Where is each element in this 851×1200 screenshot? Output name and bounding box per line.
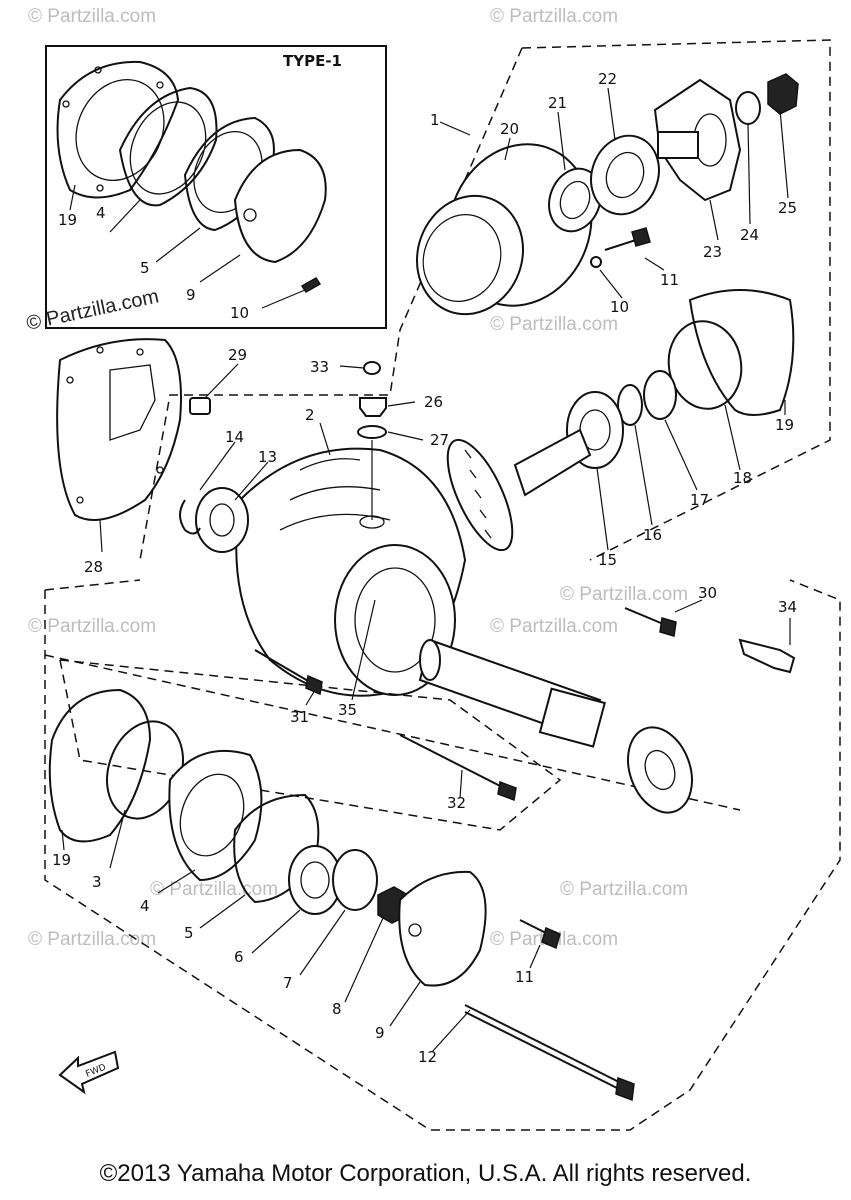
- callout-22: 22: [598, 70, 617, 88]
- pinion-shaft: [418, 638, 693, 814]
- callout-4-inset: 4: [96, 204, 106, 222]
- fwd-arrow-icon: FWD: [58, 1050, 120, 1095]
- watermark-top-left: © Partzilla.com: [28, 6, 156, 27]
- callout-19-right: 19: [775, 416, 794, 434]
- callout-31: 31: [290, 708, 309, 726]
- callout-27: 27: [430, 431, 449, 449]
- filler-plug-26: [359, 397, 387, 417]
- type-1-label: TYPE-1: [283, 52, 342, 70]
- ring-gear-shaft: [446, 428, 592, 552]
- watermark-lower-mid: © Partzilla.com: [150, 879, 278, 900]
- callout-16: 16: [643, 526, 662, 544]
- bolt-30: [624, 607, 677, 637]
- callout-13: 13: [258, 448, 277, 466]
- callout-35: 35: [338, 701, 357, 719]
- copyright-notice: ©2013 Yamaha Motor Corporation, U.S.A. A…: [99, 1160, 752, 1187]
- callout-2: 2: [305, 406, 315, 424]
- bearing-21: [548, 167, 602, 233]
- callout-26: 26: [424, 393, 443, 411]
- callout-32: 32: [447, 794, 466, 812]
- callout-19-lower: 19: [52, 851, 71, 869]
- callout-24: 24: [740, 226, 759, 244]
- leader-lines: [61, 87, 791, 1053]
- nut-25: [767, 73, 799, 115]
- inset-cover-9: [233, 148, 327, 264]
- callout-30: 30: [698, 584, 717, 602]
- washer-10-upper: [590, 256, 602, 268]
- callout-5: 5: [184, 924, 194, 942]
- watermark-right: © Partzilla.com: [560, 584, 688, 605]
- callout-10: 10: [610, 298, 629, 316]
- gasket-28: [56, 338, 182, 521]
- watermark-top-right: © Partzilla.com: [490, 6, 618, 27]
- housing-4: [168, 749, 263, 882]
- type-1-inset-box: [45, 45, 387, 329]
- gasket-27: [357, 425, 387, 439]
- callout-28: 28: [84, 558, 103, 576]
- callout-7: 7: [283, 974, 293, 992]
- callout-34: 34: [778, 598, 797, 616]
- cover-9: [398, 870, 487, 987]
- bearing-13: [195, 487, 249, 553]
- gasket-19-right: [688, 289, 795, 416]
- callout-1: 1: [430, 111, 440, 129]
- callout-23: 23: [703, 243, 722, 261]
- callout-25: 25: [778, 199, 797, 217]
- stud-31: [254, 649, 323, 696]
- callout-4: 4: [140, 897, 150, 915]
- bolt-12: [464, 1004, 635, 1102]
- callout-17: 17: [690, 491, 709, 509]
- callout-9-inset: 9: [186, 286, 196, 304]
- callout-6: 6: [234, 948, 244, 966]
- inset-gasket-19: [56, 60, 180, 199]
- yoke-flange-23: [653, 78, 742, 202]
- callout-3: 3: [92, 873, 102, 891]
- callout-12: 12: [418, 1048, 437, 1066]
- sensor-34: [738, 638, 796, 674]
- callout-29: 29: [228, 346, 247, 364]
- watermark-center: © Partzilla.com: [490, 616, 618, 637]
- callout-20: 20: [500, 120, 519, 138]
- gear-case-2: [235, 447, 467, 697]
- bolt-11-lower: [519, 919, 561, 950]
- bolt-11-upper: [604, 227, 651, 251]
- callout-21: 21: [548, 94, 567, 112]
- watermark-lower-far-right: © Partzilla.com: [560, 879, 688, 900]
- gasket-19-lower: [48, 688, 152, 843]
- watermark-mid-left: © Partzilla.com: [28, 616, 156, 637]
- spacer-7: [332, 849, 378, 911]
- callout-10-inset: 10: [230, 304, 249, 322]
- callout-19-inset: 19: [58, 211, 77, 229]
- cap-33: [363, 361, 381, 375]
- upper-group-boundary: [521, 39, 831, 561]
- lower-group-boundary: [44, 579, 841, 1131]
- watermark-lower-left: © Partzilla.com: [28, 929, 156, 950]
- callout-18: 18: [733, 469, 752, 487]
- circlip-14: [179, 499, 201, 535]
- callout-8: 8: [332, 1000, 342, 1018]
- shim-17: [643, 370, 677, 420]
- washer-24: [735, 91, 761, 125]
- watermark-mid-right: © Partzilla.com: [490, 314, 618, 335]
- callout-5-inset: 5: [140, 259, 150, 277]
- oil-seal-22: [590, 134, 660, 216]
- callout-33: 33: [310, 358, 329, 376]
- callout-15: 15: [598, 551, 617, 569]
- dowel-29: [189, 397, 211, 415]
- callout-14: 14: [225, 428, 244, 446]
- callout-11-upper: 11: [660, 271, 679, 289]
- o-ring-18: [667, 320, 743, 410]
- callout-9: 9: [375, 1024, 385, 1042]
- spacer-16: [617, 384, 643, 426]
- callout-11-lower: 11: [515, 968, 534, 986]
- stud-32: [399, 734, 517, 802]
- inset-housing-4: [118, 86, 218, 207]
